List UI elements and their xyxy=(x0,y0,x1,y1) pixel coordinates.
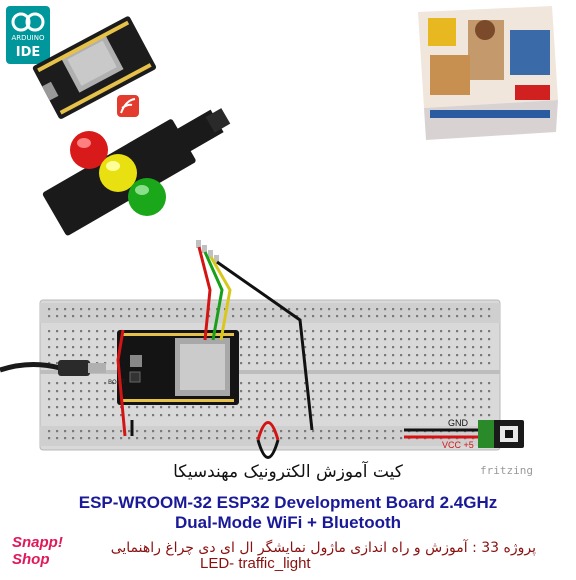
usb-cable xyxy=(0,360,106,376)
fritzing-watermark: fritzing xyxy=(480,464,533,477)
breadboard xyxy=(39,299,501,451)
snappshop-logo-line2: Shop xyxy=(12,551,50,568)
yellow-led-highlight xyxy=(106,161,120,171)
arduino-ide-logo: ARDUINO IDE xyxy=(6,6,50,64)
board-title-line1: ESP-WROOM-32 ESP32 Development Board 2.4… xyxy=(78,493,498,512)
wire-green xyxy=(203,251,224,341)
traffic-light-module xyxy=(42,108,231,236)
power-jack xyxy=(478,420,524,448)
snappshop-logo-line1: Snapp! xyxy=(12,534,63,551)
wire-red xyxy=(197,246,212,341)
boot-label: BOOT xyxy=(108,379,125,386)
gnd-label: GND xyxy=(448,418,469,428)
project-title-en: LED- traffic_light xyxy=(200,555,311,572)
green-led xyxy=(128,178,166,216)
project-title-fa: پروژه 33 : آموزش و راه اندازی ماژول نمای… xyxy=(110,540,536,556)
wire-bridge-black xyxy=(256,439,280,459)
espressif-logo xyxy=(117,95,139,117)
wire-gnd-signal xyxy=(216,260,314,431)
wire-power-red xyxy=(116,329,127,437)
product-box-image xyxy=(418,6,558,140)
arduino-logo-text: ARDUINO xyxy=(12,34,45,42)
green-led-highlight xyxy=(135,185,149,195)
wire-bridge-red xyxy=(256,421,280,441)
kit-title: کیت آموزش الکترونیک مهندسیکا xyxy=(173,462,403,482)
arduino-ide-text: IDE xyxy=(16,45,41,60)
red-led-highlight xyxy=(77,138,91,148)
esp32-dev-board: BOOT xyxy=(108,330,239,405)
board-title-line2: Dual-Mode WiFi + Bluetooth xyxy=(174,513,402,532)
header-pins xyxy=(196,240,219,263)
esp32-board-top xyxy=(32,16,157,119)
wire-yellow xyxy=(209,256,232,341)
vcc-label: VCC +5 xyxy=(442,440,474,450)
